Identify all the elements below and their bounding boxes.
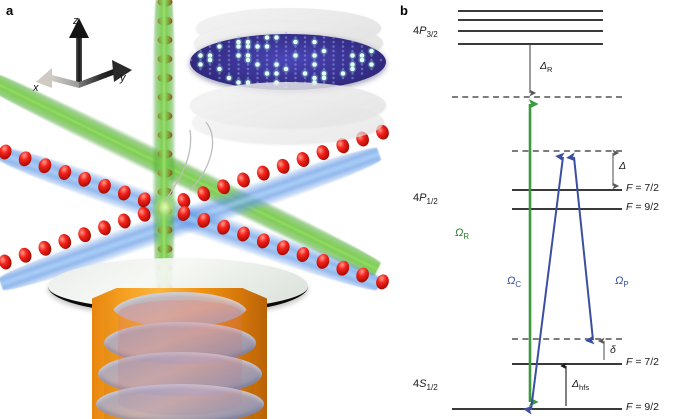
hyperfine-label-4s12-f72: F = 7/2 bbox=[626, 356, 659, 368]
virtual-level-upper-dashed bbox=[512, 150, 622, 152]
trap-center-glow bbox=[150, 192, 180, 222]
level-4p32-b bbox=[458, 19, 603, 21]
inset-disc-5 bbox=[192, 100, 384, 144]
inset-lattice-plane bbox=[190, 34, 386, 90]
label-delta-small: δ bbox=[610, 344, 616, 356]
hyperfine-label-4p12-f92: F = 9/2 bbox=[626, 201, 659, 213]
term-label-4p32: 4P3/2 bbox=[413, 25, 438, 40]
term-label-4p12: 4P1/2 bbox=[413, 192, 438, 207]
objective-lens-4 bbox=[96, 384, 264, 419]
axis-label-y: y bbox=[120, 72, 126, 84]
axis-label-z: z bbox=[73, 15, 79, 27]
label-omega-R: ΩR bbox=[455, 227, 470, 242]
transition-arrow-layer bbox=[523, 45, 620, 415]
term-label-4s12: 4S1/2 bbox=[413, 378, 438, 393]
axis-label-x: x bbox=[33, 82, 39, 94]
label-omega-P: ΩP bbox=[615, 275, 629, 290]
panel-b-level-scheme: b 4P3/2 4P1/2 4S1/2 F = 7/2 F = 9/2 bbox=[400, 0, 685, 419]
objective-light-cone bbox=[118, 300, 242, 415]
label-delta-R: ΔR bbox=[540, 60, 553, 75]
panel-b-label: b bbox=[400, 3, 408, 18]
hyperfine-label-4p12-f72: F = 7/2 bbox=[626, 182, 659, 194]
arrow-omega-P bbox=[566, 152, 595, 345]
inset-atom-layer bbox=[189, 31, 383, 89]
level-4p32-c bbox=[458, 30, 603, 32]
arrow-omega-C bbox=[523, 152, 565, 415]
label-delta-hfs: Δhfs bbox=[572, 378, 590, 393]
panel-a-label: a bbox=[6, 3, 14, 18]
inset-leader-lines bbox=[163, 121, 214, 203]
vertical-lattice-beam bbox=[152, 0, 176, 290]
hyperfine-label-4s12-f92: F = 9/2 bbox=[626, 401, 659, 413]
level-4p32-d bbox=[458, 43, 603, 45]
label-omega-C: ΩC bbox=[507, 275, 522, 290]
level-4p32-a bbox=[458, 10, 603, 12]
level-4s12-f72 bbox=[512, 363, 622, 365]
objective-lens-1 bbox=[112, 292, 248, 328]
coordinate-axes bbox=[36, 18, 132, 88]
virtual-level-raman-dashed bbox=[452, 96, 622, 98]
label-delta: Δ bbox=[619, 160, 627, 172]
panel-a-apparatus: a bbox=[0, 0, 389, 419]
